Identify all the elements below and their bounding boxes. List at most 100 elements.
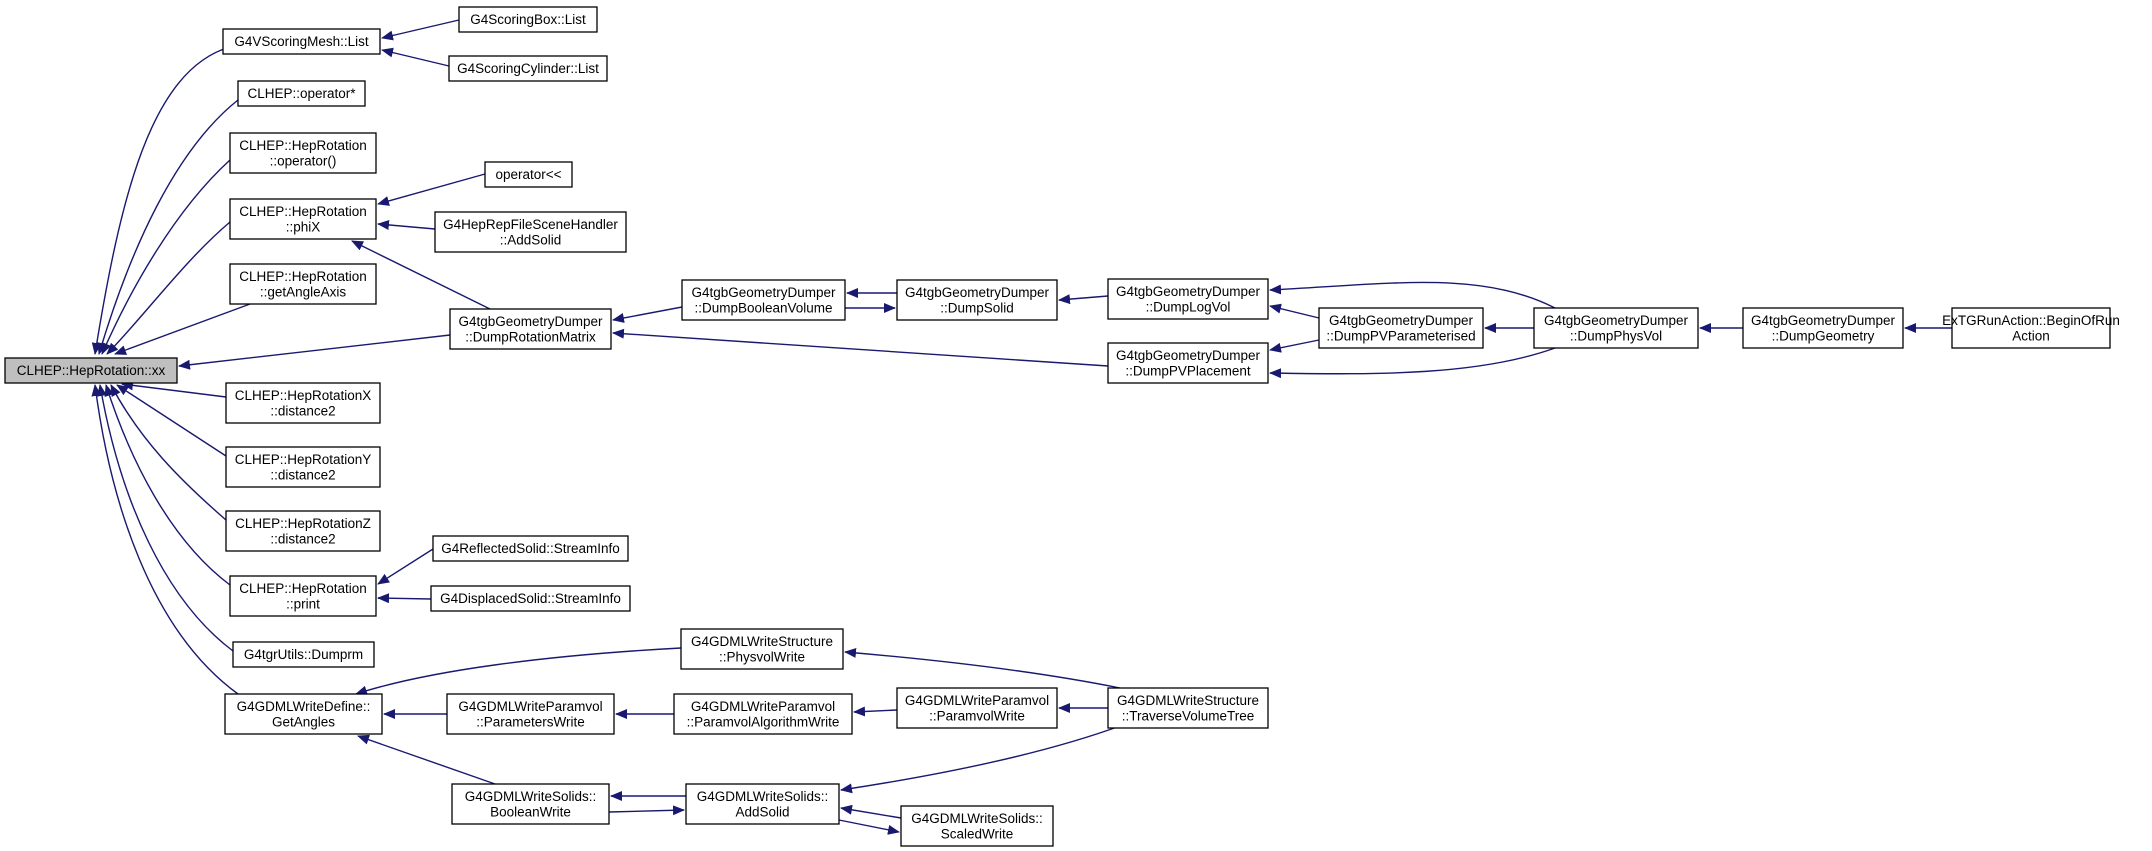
node-box [1533, 307, 1699, 349]
edge-dump_logvol-to-dump_solid [1058, 294, 1109, 305]
node-box [229, 198, 377, 240]
edge-gdml_traverse-to-gdml_addsolid [840, 725, 1121, 794]
node-box [1742, 307, 1904, 349]
node-label: G4tgbGeometryDumper [1544, 313, 1689, 328]
node-box [896, 279, 1058, 321]
node-label: ::distance2 [270, 531, 335, 546]
node-displaced-streaminfo[interactable]: G4DisplacedSolid::StreamInfo [430, 585, 631, 612]
node-label: ::TraverseVolumeTree [1122, 708, 1255, 723]
node-hr-operatorcall[interactable]: CLHEP::HepRotation::operator() [229, 132, 377, 174]
edge-vscoring_list-to-root [91, 46, 231, 355]
node-operator-ll[interactable]: operator<< [484, 161, 573, 188]
node-label: G4GDMLWriteParamvol [458, 699, 602, 714]
node-box [484, 161, 573, 188]
node-box [448, 55, 608, 82]
node-hr-print[interactable]: CLHEP::HepRotation::print [229, 575, 377, 617]
node-dump-solid[interactable]: G4tgbGeometryDumper::DumpSolid [896, 279, 1058, 321]
edge-hr_phix-to-root [106, 221, 231, 355]
node-dump-pvparam[interactable]: G4tgbGeometryDumper::DumpPVParameterised [1318, 307, 1484, 349]
node-box [430, 585, 631, 612]
node-box [673, 693, 853, 735]
node-scoringcyl-list[interactable]: G4ScoringCylinder::List [448, 55, 608, 82]
node-clhep-opmul[interactable]: CLHEP::operator* [237, 80, 366, 107]
node-heprep-addsolid[interactable]: G4HepRepFileSceneHandler::AddSolid [434, 211, 627, 253]
node-label: G4tgbGeometryDumper [458, 314, 603, 329]
node-label: G4GDMLWriteParamvol [691, 699, 835, 714]
node-dump-physvol[interactable]: G4tgbGeometryDumper::DumpPhysVol [1533, 307, 1699, 349]
node-box [229, 263, 377, 305]
node-label: G4tgbGeometryDumper [1329, 313, 1474, 328]
node-label: G4GDMLWriteSolids:: [697, 789, 829, 804]
edge-hrx_distance2-to-root [121, 380, 227, 398]
node-label: ::DumpPVParameterised [1326, 328, 1475, 343]
node-hrx-distance2[interactable]: CLHEP::HepRotationX::distance2 [225, 382, 381, 424]
node-hry-distance2[interactable]: CLHEP::HepRotationY::distance2 [225, 446, 381, 488]
node-box [4, 357, 178, 384]
node-gdml-paramwrite[interactable]: G4GDMLWriteParamvol::ParametersWrite [446, 693, 615, 735]
node-gdml-paramalgo[interactable]: G4GDMLWriteParamvol::ParamvolAlgorithmWr… [673, 693, 853, 735]
node-gdml-paramvolwrite[interactable]: G4GDMLWriteParamvol::ParamvolWrite [896, 687, 1058, 729]
edge-scoringcyl_list-to-vscoring_list [381, 47, 450, 67]
node-box [1107, 278, 1269, 320]
node-box [225, 446, 381, 488]
node-hrz-distance2[interactable]: CLHEP::HepRotationZ::distance2 [225, 510, 381, 552]
edge-hr_operatorcall-to-root [101, 159, 231, 355]
node-vscoring-list[interactable]: G4VScoringMesh::List [222, 28, 381, 55]
node-box [237, 80, 366, 107]
edge-gdml_scaledwrite-to-gdml_addsolid [840, 804, 902, 819]
node-dump-pvplacement[interactable]: G4tgbGeometryDumper::DumpPVPlacement [1107, 342, 1269, 384]
node-label: GetAngles [272, 714, 335, 729]
edge-dump_rotmatrix-to-root [178, 334, 451, 370]
node-gdml-physvolwrite[interactable]: G4GDMLWriteStructure::PhysvolWrite [680, 628, 844, 670]
edge-gdml_boolwrite-to-gdml_addsolid [608, 805, 685, 816]
node-root[interactable]: CLHEP::HepRotation::xx [4, 357, 178, 384]
node-gdml-traverse[interactable]: G4GDMLWriteStructure::TraverseVolumeTree [1107, 687, 1269, 729]
node-label: ::DumpBooleanVolume [694, 300, 832, 315]
node-label: G4tgrUtils::Dumprm [244, 647, 363, 662]
edge-operator_ll-to-hr_phix [377, 173, 486, 206]
node-label: operator<< [495, 167, 561, 182]
node-label: ::DumpGeometry [1772, 328, 1875, 343]
node-hr-getangleaxis[interactable]: CLHEP::HepRotation::getAngleAxis [229, 263, 377, 305]
node-box [896, 687, 1058, 729]
node-label: ::DumpRotationMatrix [465, 329, 596, 344]
edge-displaced_streaminfo-to-hr_print [377, 593, 432, 604]
node-gdml-addsolid[interactable]: G4GDMLWriteSolids::AddSolid [685, 783, 840, 825]
node-label: G4VScoringMesh::List [234, 34, 369, 49]
node-dump-geometry[interactable]: G4tgbGeometryDumper::DumpGeometry [1742, 307, 1904, 349]
node-gdml-boolwrite[interactable]: G4GDMLWriteSolids::BooleanWrite [451, 783, 610, 825]
node-box [458, 6, 598, 33]
node-gdml-getangles[interactable]: G4GDMLWriteDefine::GetAngles [224, 693, 383, 735]
node-label: ::ParamvolWrite [929, 708, 1025, 723]
node-box [434, 211, 627, 253]
node-label: ::distance2 [270, 467, 335, 482]
node-hr-phix[interactable]: CLHEP::HepRotation::phiX [229, 198, 377, 240]
edge-gdml_addsolid-to-gdml_scaledwrite [838, 819, 900, 835]
node-dump-boolvol[interactable]: G4tgbGeometryDumper::DumpBooleanVolume [681, 279, 846, 321]
edge-clhep_opmul-to-root [97, 99, 239, 355]
node-label: G4ScoringBox::List [470, 12, 586, 27]
node-dump-rotmatrix[interactable]: G4tgbGeometryDumper::DumpRotationMatrix [449, 308, 612, 350]
node-gdml-scaledwrite[interactable]: G4GDMLWriteSolids::ScaledWrite [900, 805, 1054, 847]
node-label: ::DumpSolid [940, 300, 1014, 315]
node-scoringbox-list[interactable]: G4ScoringBox::List [458, 6, 598, 33]
node-label: G4HepRepFileSceneHandler [443, 217, 618, 232]
node-box [446, 693, 615, 735]
node-label: ::distance2 [270, 403, 335, 418]
node-label: BooleanWrite [490, 804, 571, 819]
node-label: CLHEP::HepRotation [239, 138, 367, 153]
node-box [449, 308, 612, 350]
node-tgrutils-dumprm[interactable]: G4tgrUtils::Dumprm [232, 641, 375, 668]
node-box [680, 628, 844, 670]
edge-dump_pvplacement-to-dump_rotmatrix [612, 328, 1109, 367]
node-reflected-streaminfo[interactable]: G4ReflectedSolid::StreamInfo [432, 535, 629, 562]
edge-hry_distance2-to-root [116, 384, 227, 457]
node-box [900, 805, 1054, 847]
node-box [229, 132, 377, 174]
node-label: Action [2012, 328, 2050, 343]
edge-gdml_paramvolwrite-to-gdml_paramalgo [853, 706, 898, 717]
edge-dump_rotmatrix-to-hr_phix [351, 240, 491, 310]
node-dump-logvol[interactable]: G4tgbGeometryDumper::DumpLogVol [1107, 278, 1269, 320]
